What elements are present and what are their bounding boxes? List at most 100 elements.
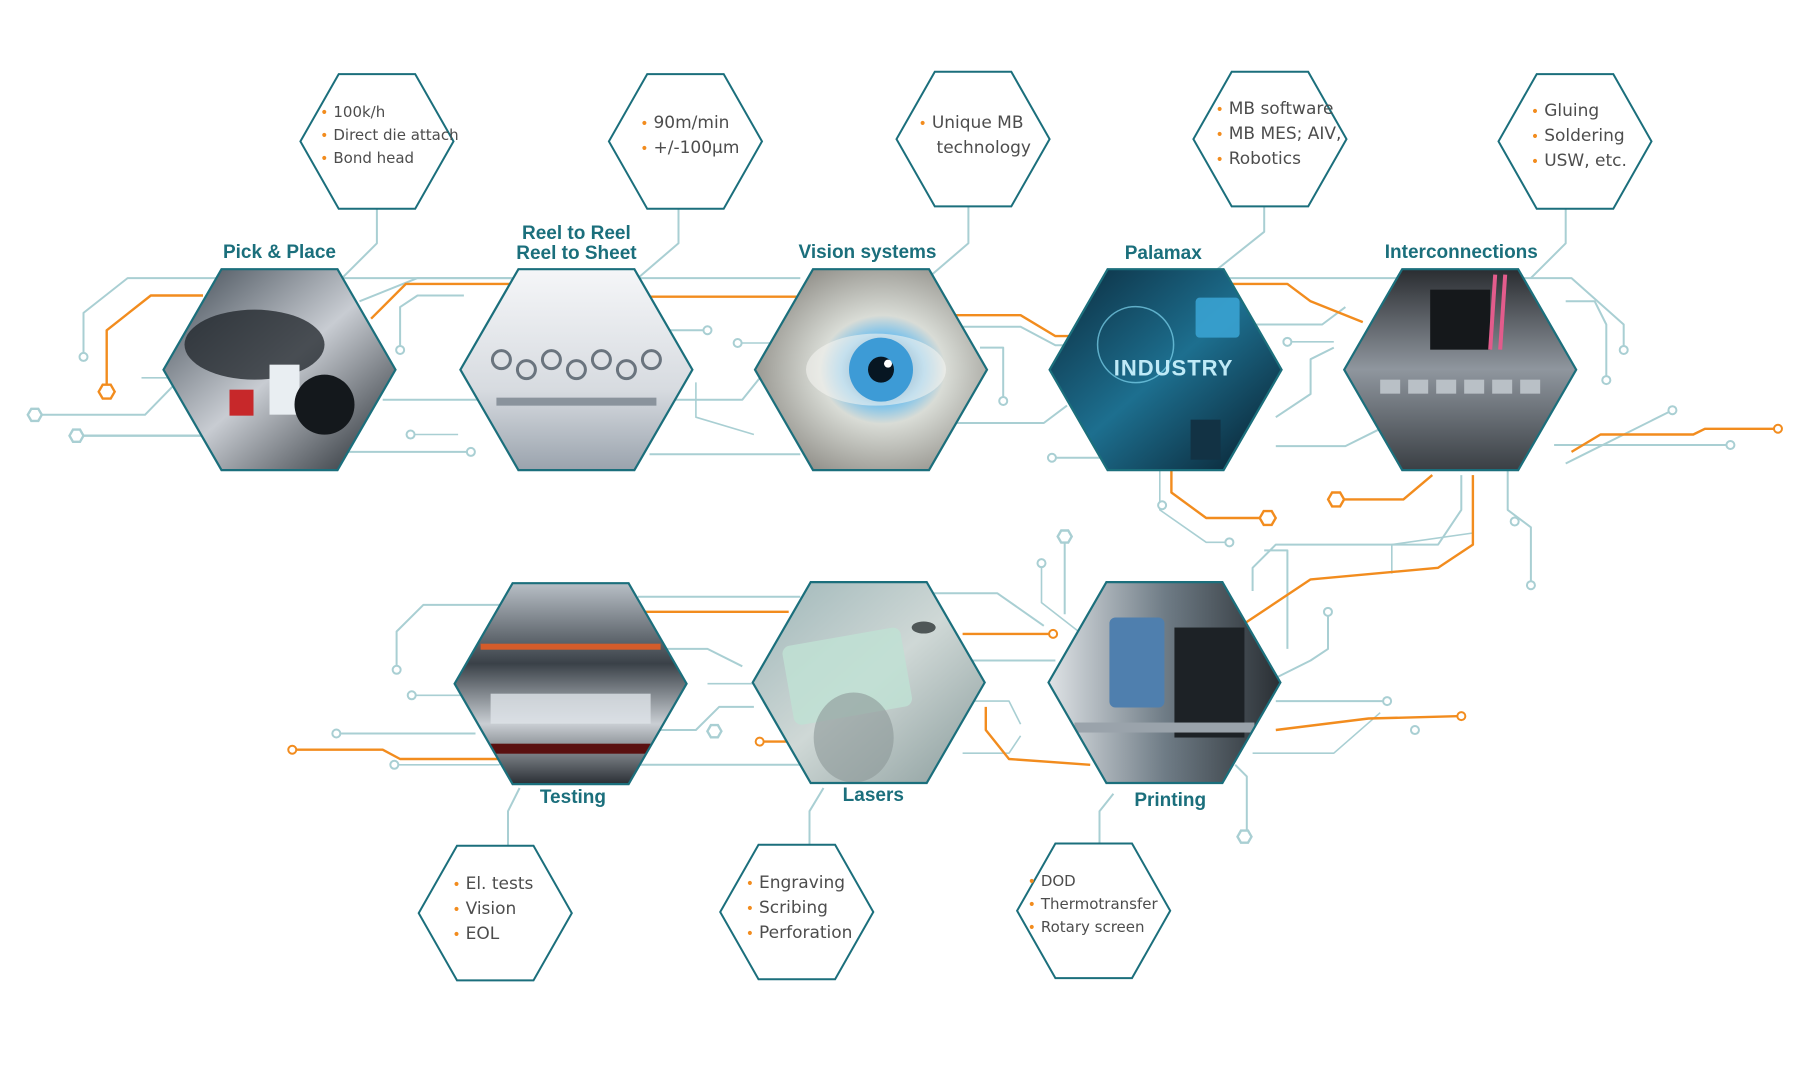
test-base xyxy=(490,743,651,754)
palamax-details: •MB software•MB MES; AIV,•Robotics xyxy=(1215,99,1341,170)
trace-hex-node xyxy=(68,428,85,443)
interconnections-info-hex xyxy=(1497,73,1653,210)
trace-node xyxy=(1525,580,1536,591)
trace xyxy=(1264,549,1289,649)
orange-hex-node xyxy=(97,383,117,400)
detail-text: 90m/min xyxy=(653,112,730,133)
detail-item: •Direct die attach xyxy=(320,126,459,145)
detail-text: +/-100µm xyxy=(653,137,740,158)
detail-item: •Scribing xyxy=(746,898,853,919)
reel-roller xyxy=(615,359,637,381)
detail-item: •Bond head xyxy=(320,149,459,168)
trace xyxy=(695,382,755,436)
orange-trace xyxy=(1275,714,1462,732)
trace xyxy=(1234,764,1248,837)
trace xyxy=(962,735,1022,755)
reel-roller xyxy=(515,359,537,381)
robot-arm-photo xyxy=(163,269,396,471)
reel-base xyxy=(496,397,657,406)
robot-arm-part xyxy=(229,389,254,416)
trace xyxy=(661,370,767,401)
trace-hex-node xyxy=(26,407,44,423)
printing-info-hex xyxy=(1015,842,1172,980)
trace-node xyxy=(405,429,416,440)
orange-trace xyxy=(1570,427,1778,453)
trace-node xyxy=(1224,537,1235,548)
laser-card-photo xyxy=(752,582,985,783)
orange-node xyxy=(754,736,765,747)
print-head xyxy=(1109,617,1165,708)
trace-node xyxy=(1322,606,1333,617)
trace xyxy=(1251,475,1463,591)
detail-text: USW, etc. xyxy=(1544,150,1627,171)
vision-systems-title: Vision systems xyxy=(798,241,937,263)
trace-node xyxy=(1725,439,1736,450)
printing-label: Printing xyxy=(1050,790,1290,811)
trace xyxy=(1565,300,1608,381)
detail-item: •Engraving xyxy=(746,873,853,894)
orange-trace xyxy=(1240,475,1475,627)
bullet-icon: • xyxy=(1530,153,1540,170)
trace xyxy=(1275,611,1329,679)
trace-node xyxy=(1382,696,1393,707)
id-card xyxy=(782,627,913,725)
bullet-icon: • xyxy=(918,115,927,132)
trace-node xyxy=(1667,405,1678,416)
trace xyxy=(1275,427,1381,448)
testing-title: Testing xyxy=(539,787,607,809)
bullet-icon: • xyxy=(452,876,461,893)
detail-item: •Unique MB xyxy=(919,113,1031,134)
trace-node xyxy=(391,664,402,675)
robot-arm-part xyxy=(184,309,325,380)
trace xyxy=(649,647,743,668)
globe-mesh xyxy=(1096,305,1175,384)
test-rail xyxy=(480,643,661,650)
detail-text: Direct die attach xyxy=(333,126,459,145)
detail-text: Bond head xyxy=(333,149,415,168)
bullet-icon: • xyxy=(745,875,754,892)
trace-hex-node xyxy=(1056,529,1074,544)
orange-trace xyxy=(951,314,1091,338)
orange-node xyxy=(1772,423,1783,434)
interconnections-title: Interconnections xyxy=(1384,241,1538,263)
trace xyxy=(1159,469,1230,544)
detail-item: •100k/h xyxy=(320,103,459,122)
cable xyxy=(1488,274,1498,350)
eye-highlight xyxy=(884,359,893,368)
orange-trace xyxy=(1336,474,1434,501)
trace-node xyxy=(1509,516,1520,527)
trace-node xyxy=(1282,336,1293,347)
photo-bg xyxy=(1048,582,1281,783)
palamax-label: Palamax xyxy=(1043,243,1283,264)
stem xyxy=(507,787,521,846)
trace xyxy=(1252,712,1381,755)
cable xyxy=(1498,274,1508,350)
orange-hex-node xyxy=(1258,509,1278,527)
orange-trace xyxy=(292,748,499,761)
trace-node xyxy=(389,759,400,770)
photo-bg xyxy=(460,269,693,471)
detail-text: DOD xyxy=(1040,871,1076,890)
trace-hex-node xyxy=(1236,829,1253,844)
pick-place-title: Pick & Place xyxy=(222,241,337,263)
palamax-info-hex xyxy=(1192,70,1348,208)
reel-roller xyxy=(640,349,662,371)
detail-item: technology xyxy=(919,138,1031,158)
pick-place-hex-frame xyxy=(162,268,397,472)
reel-machine-photo xyxy=(460,269,693,471)
pcb-cell xyxy=(1464,379,1485,394)
trace xyxy=(399,294,464,348)
interconnections-label: Interconnections xyxy=(1341,241,1581,263)
industry-photo: INDUSTRY xyxy=(1049,269,1282,471)
reel-roller xyxy=(590,349,612,371)
detail-text: 100k/h xyxy=(333,103,386,122)
trace-node xyxy=(1046,452,1057,463)
lasers-hex-frame xyxy=(751,580,986,785)
image-text: INDUSTRY xyxy=(1114,356,1234,381)
detail-item: •USW, etc. xyxy=(1531,151,1627,172)
detail-item: •Rotary screen xyxy=(1028,918,1158,937)
photo-bg xyxy=(454,583,687,785)
orange-trace xyxy=(1229,282,1364,324)
